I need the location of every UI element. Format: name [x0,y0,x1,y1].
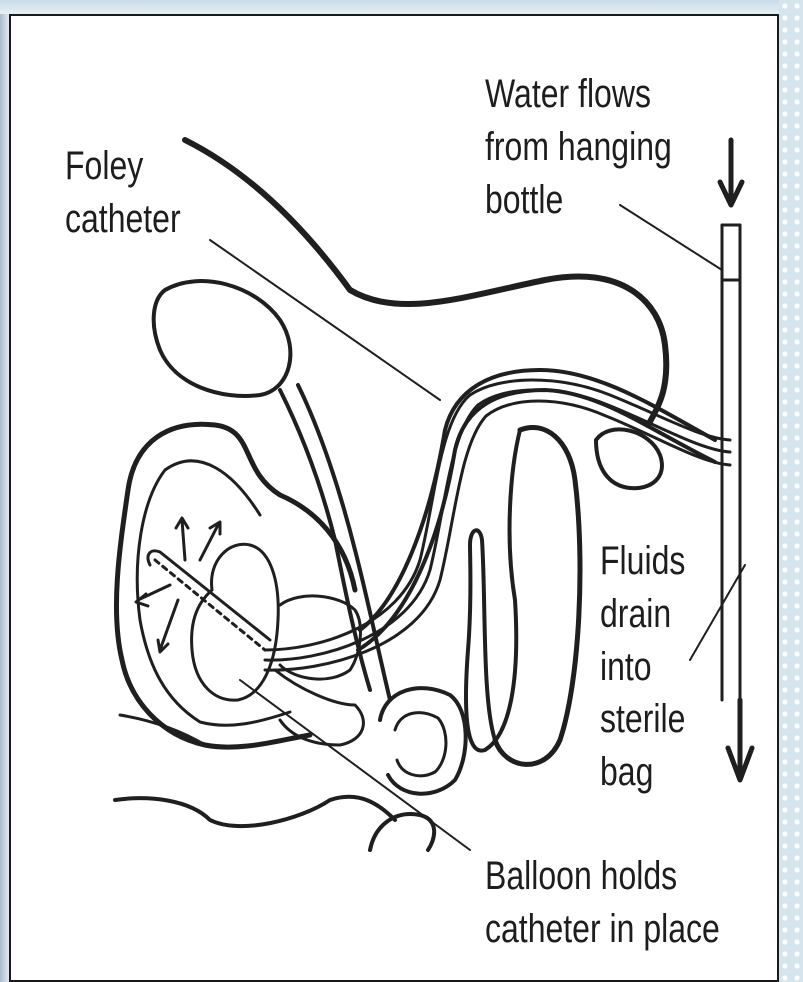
label-balloon-holds: Balloon holds catheter in place [485,850,720,956]
prostate-lobe-lower [275,670,363,745]
label-water-flows: Water flows from hanging bottle [485,68,672,226]
label-balloon-line-2: catheter in place [485,903,720,956]
scrotum-inner [395,713,446,776]
arrow-up-right [200,522,220,560]
label-fluids-line-3: into [600,641,685,694]
label-fluids-drain: Fluids drain into sterile bag [600,535,685,799]
label-balloon-line-1: Balloon holds [485,850,720,903]
label-fluids-line-4: sterile [600,693,685,746]
arrow-down-left [158,600,178,652]
catheter-tip-dashed [155,560,265,650]
perineum-line [115,797,395,826]
label-fluids-line-1: Fluids [600,535,685,588]
arrow-up-left [176,518,188,560]
arrow-left [136,585,170,606]
penis-glans [596,429,662,488]
label-foley-line-2: catheter [65,193,181,246]
symphysis-column-right [298,385,390,700]
catheter-tip [148,551,270,640]
label-water-line-1: Water flows [485,68,672,121]
inflow-arrow [720,140,742,205]
outflow-arrow [728,700,752,780]
label-water-line-2: from hanging [485,121,672,174]
label-fluids-line-2: drain [600,588,685,641]
pubic-bone-oval [154,281,291,396]
scrotum-outer [380,688,466,794]
bladder-cavity [192,544,279,700]
bottle-tube-join [722,225,740,280]
rectum-loop [466,430,520,751]
leader-fluids [690,565,745,660]
symphysis-column-left [280,390,370,690]
label-foley-line-1: Foley [65,140,181,193]
label-water-line-3: bottle [485,174,672,227]
label-foley-catheter: Foley catheter [65,140,181,246]
anal-curve [370,814,434,850]
leader-foley [210,240,440,400]
label-fluids-line-5: bag [600,746,685,799]
